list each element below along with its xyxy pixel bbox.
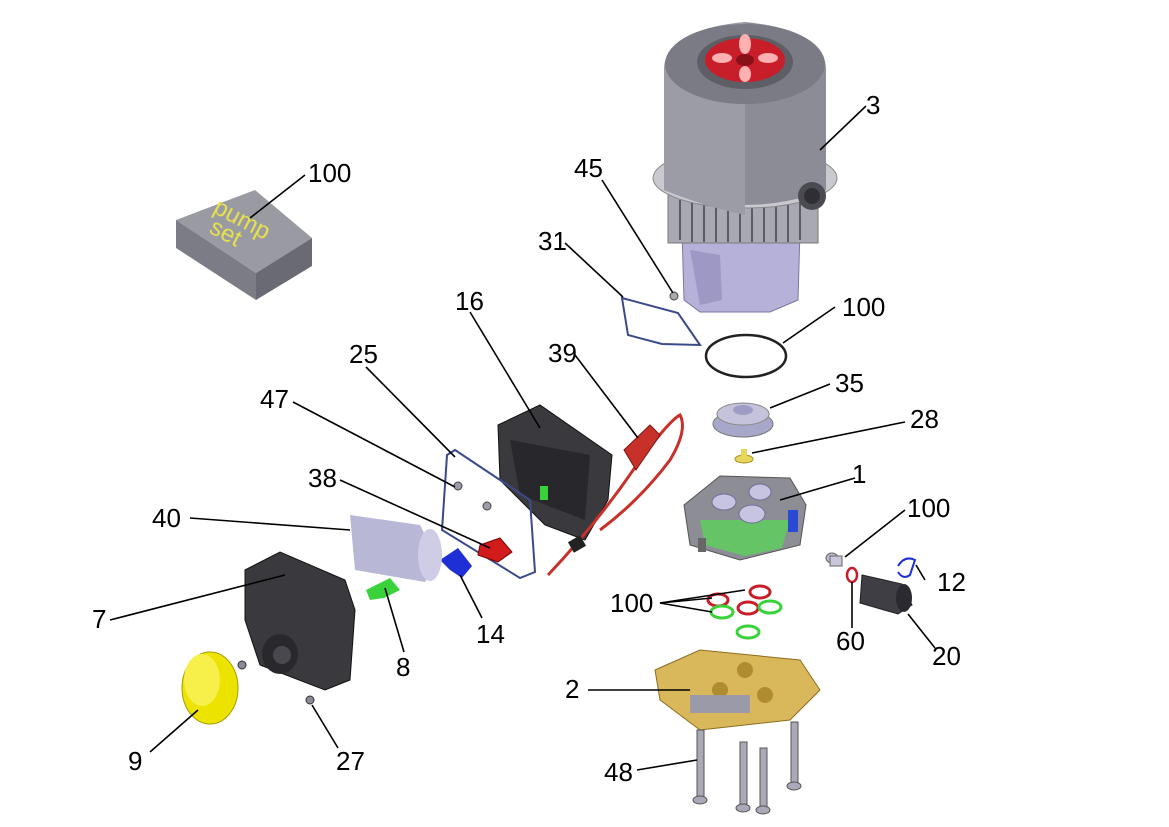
callout-2: 2 — [565, 674, 579, 704]
callout-1: 1 — [852, 459, 866, 489]
callout-7: 7 — [92, 604, 106, 634]
screws-27 — [237, 660, 315, 705]
callout-38: 38 — [308, 463, 337, 493]
callout-14: 14 — [476, 619, 505, 649]
callout-45: 45 — [574, 153, 603, 183]
callout-12: 12 — [937, 567, 966, 597]
callout-47: 47 — [260, 384, 289, 414]
clip-8 — [366, 578, 400, 600]
switch-38 — [477, 537, 513, 563]
callout-39: 39 — [548, 338, 577, 368]
callout-16: 16 — [455, 286, 484, 316]
leader-lines — [109, 105, 936, 771]
callout-20: 20 — [932, 641, 961, 671]
switch-box-16 — [497, 404, 613, 541]
brass-manifold-2 — [654, 649, 821, 731]
cap-9 — [181, 651, 239, 725]
capacitor-40 — [350, 515, 442, 582]
callout-40: 40 — [152, 503, 181, 533]
callout-28: 28 — [910, 404, 939, 434]
callout-27: 27 — [336, 746, 365, 776]
callout-31: 31 — [538, 226, 567, 256]
callout-9: 9 — [128, 746, 142, 776]
gasket-25 — [440, 448, 537, 580]
motor-assembly — [652, 22, 838, 313]
pump-set-box: pump set — [176, 190, 312, 300]
callout-48: 48 — [604, 757, 633, 787]
screw-45 — [669, 291, 679, 301]
clip-12 — [897, 557, 917, 578]
valve-28 — [734, 449, 754, 464]
holder-14 — [440, 548, 472, 578]
callout-3: 3 — [866, 90, 880, 120]
outlet-fitting-20 — [859, 574, 913, 615]
callout-60: 60 — [836, 626, 865, 656]
callout-labels: 100 3 45 31 100 35 28 1 100 12 60 20 100… — [92, 90, 966, 787]
nipple-100 — [825, 552, 843, 567]
bolts-48 — [692, 721, 802, 815]
screws-47 — [453, 481, 492, 511]
callout-100-box: 100 — [308, 158, 351, 188]
gasket-31 — [620, 296, 702, 347]
callout-25: 25 — [349, 339, 378, 369]
o-ring-large — [704, 333, 788, 379]
callout-100-ring: 100 — [842, 292, 885, 322]
callout-100-nipple: 100 — [907, 493, 950, 523]
callout-35: 35 — [835, 368, 864, 398]
o-ring-60 — [845, 566, 859, 584]
diaphragm-35 — [712, 402, 774, 438]
power-cable-39 — [546, 413, 684, 577]
callout-100-seals: 100 — [610, 588, 653, 618]
callout-8: 8 — [396, 652, 410, 682]
cover-7 — [244, 551, 356, 691]
pump-head-1 — [683, 475, 807, 561]
